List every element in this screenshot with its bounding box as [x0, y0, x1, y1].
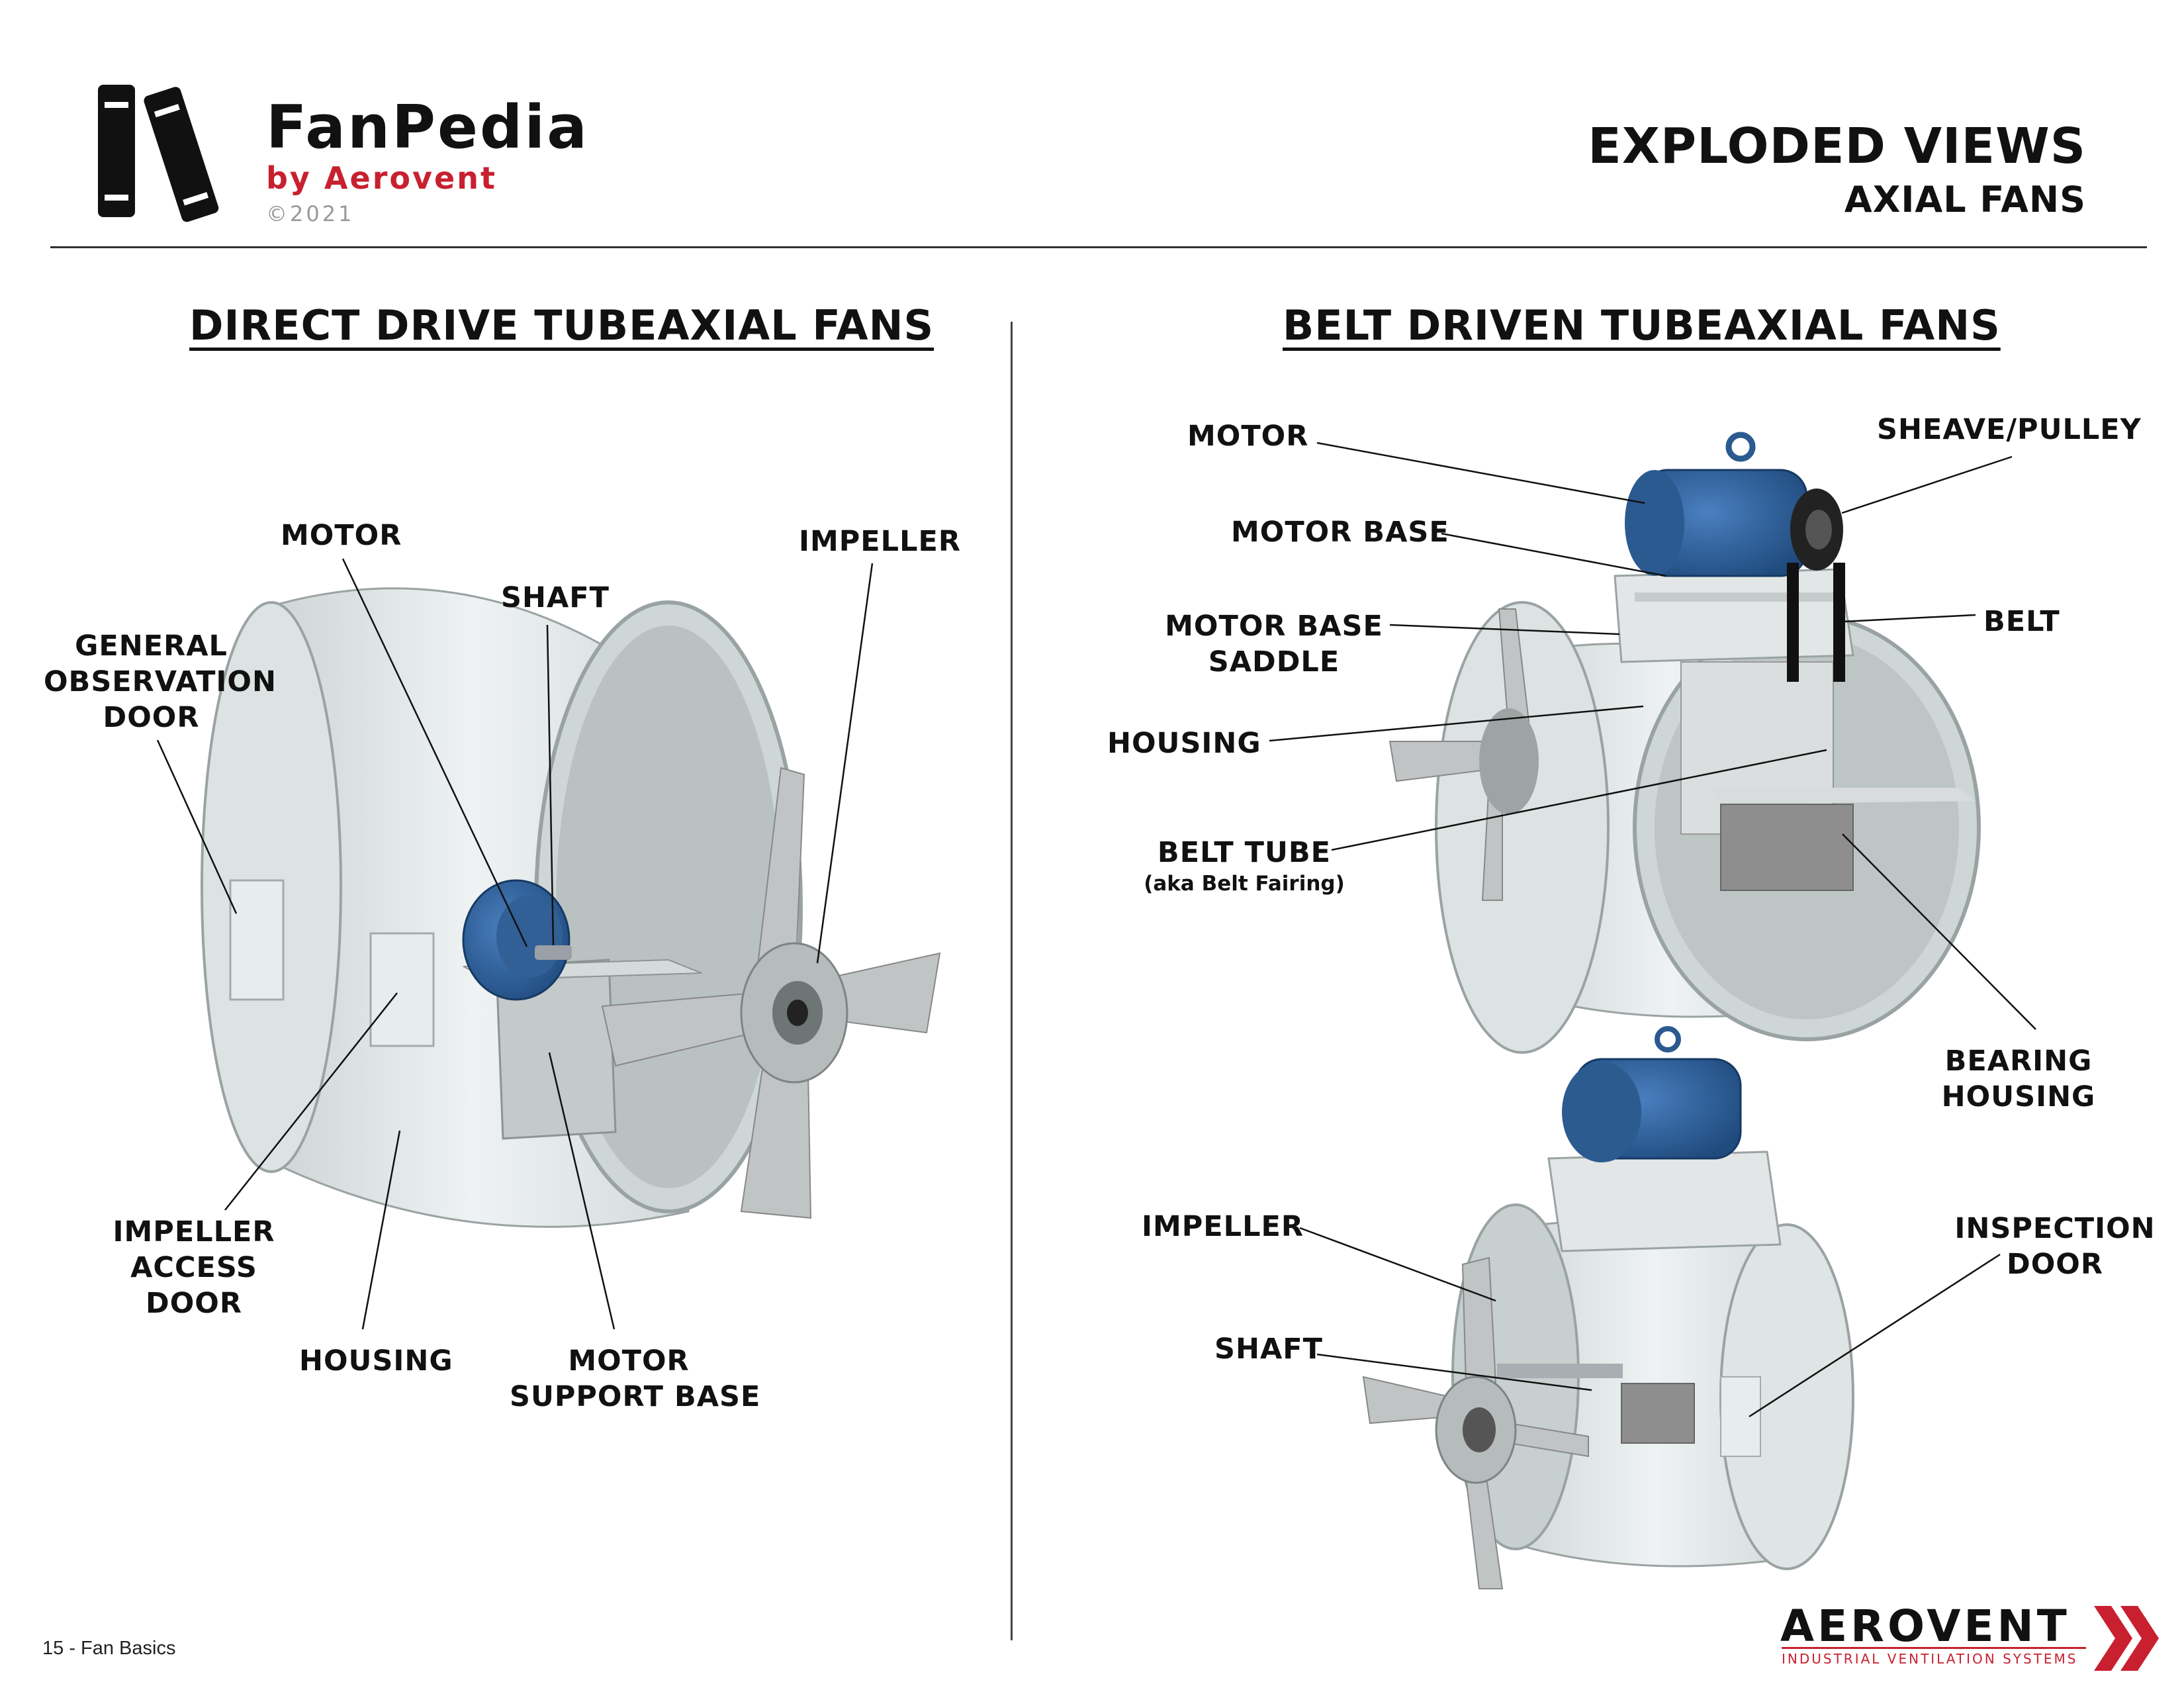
label-sheave-pulley: SHEAVE/PULLEY [1877, 413, 2142, 446]
page-subtitle: AXIAL FANS [1844, 179, 2086, 220]
label-motor-base-saddle: MOTOR BASE SADDLE [1165, 610, 1383, 679]
label-motor-base: MOTOR BASE [1231, 516, 1449, 549]
label-belt: BELT [1983, 605, 2060, 638]
label-impeller-access-door: IMPELLER ACCESS DOOR [113, 1215, 275, 1320]
brand-name: FanPedia [266, 93, 590, 162]
company-logo-name: Aerovent [1780, 1601, 2070, 1652]
label-general-observation-door: GENERAL OBSERVATION DOOR [44, 630, 277, 734]
chevron-logo-icon [2094, 1606, 2159, 1671]
brand-year: ©2021 [266, 201, 355, 226]
label-motor-left: MOTOR [281, 519, 402, 552]
page-number-label: 15 - Fan Basics [42, 1638, 176, 1659]
label-belt-tube: BELT TUBE (aka Belt Fairing) [1138, 835, 1350, 897]
label-housing-left: HOUSING [299, 1344, 453, 1378]
label-inspection-door: INSPECTION DOOR [1954, 1212, 2156, 1281]
section-divider [1011, 322, 1013, 1640]
label-impeller-right: IMPELLER [1142, 1210, 1304, 1243]
label-motor-support-base: MOTOR SUPPORT BASE [510, 1344, 761, 1413]
label-shaft-left: SHAFT [501, 581, 610, 614]
label-motor-right: MOTOR [1187, 420, 1309, 453]
label-impeller-left: IMPELLER [799, 525, 961, 558]
books-logo-icon [98, 85, 219, 222]
belt-driven-fan-illustration [1269, 432, 2036, 1589]
company-tagline: Industrial Ventilation Systems [1782, 1651, 2078, 1667]
company-tagline-rule [1782, 1647, 2086, 1649]
left-section-heading: DIRECT DRIVE TUBEAXIAL FANS [189, 301, 934, 350]
label-bearing-housing: BEARING HOUSING [1941, 1045, 2096, 1113]
page-title: EXPLODED VIEWS [1588, 118, 2086, 175]
right-section-heading: BELT DRIVEN TUBEAXIAL FANS [1283, 301, 2001, 350]
header-divider [50, 246, 2147, 248]
label-housing-right: HOUSING [1107, 727, 1261, 760]
label-belt-tube-note: (aka Belt Fairing) [1144, 871, 1345, 896]
brand-by-line: by Aerovent [266, 160, 497, 196]
label-shaft-right: SHAFT [1214, 1333, 1323, 1366]
direct-drive-fan-illustration [156, 558, 941, 1330]
